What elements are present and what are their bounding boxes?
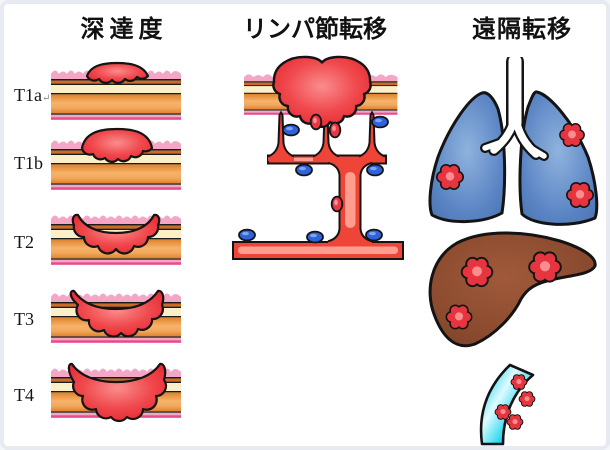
- lungs-figure: [428, 57, 599, 226]
- t2-depth-diagram: [51, 213, 181, 265]
- stage-label-t4: T4: [14, 385, 34, 405]
- lymph-node-normal: [365, 228, 383, 242]
- tumor: [69, 289, 165, 338]
- left-lung: [428, 91, 507, 224]
- tumor-cell: [518, 391, 536, 407]
- t3-depth-diagram: [51, 289, 181, 343]
- column-title-lymph-node-metastasis: リンパ節転移: [243, 16, 387, 43]
- lymph-node-normal: [366, 163, 384, 177]
- column-title-depth-of-invasion: 深達度: [80, 16, 168, 43]
- lymph-node-normal: [371, 115, 389, 129]
- lymph-node-normal: [238, 228, 256, 242]
- paragraph-return-mark: ↵: [41, 93, 51, 104]
- stage-label-t2: T2: [14, 232, 34, 252]
- t1a-depth-diagram: [51, 61, 181, 120]
- lymph-node-normal: [306, 230, 324, 244]
- t1b-depth-diagram: [51, 127, 181, 190]
- stage-label-t1a: T1a↵: [14, 85, 51, 105]
- tumor: [272, 55, 372, 129]
- lymph-node-normal: [282, 123, 300, 137]
- lymphatic-vessels: [232, 110, 404, 260]
- lymph-node-metastasis-diagram: [232, 55, 404, 260]
- stage-label-t3: T3: [14, 309, 34, 329]
- lymph-node-normal: [295, 163, 313, 177]
- lymph-node-metastatic: [330, 195, 344, 213]
- blood-vessel-figure: [479, 363, 536, 446]
- tumor: [67, 362, 168, 423]
- tumor-cell: [506, 414, 524, 430]
- liver-figure: [428, 231, 597, 348]
- trachea-bronchi: [480, 57, 549, 161]
- lymph-node-metastatic: [328, 121, 342, 139]
- lymph-node-metastatic: [309, 113, 323, 131]
- tumor: [80, 127, 154, 163]
- tumor: [71, 213, 161, 255]
- tumor: [85, 61, 150, 84]
- t4-depth-diagram: [51, 362, 181, 423]
- column-title-distant-metastasis: 遠隔転移: [472, 16, 572, 43]
- stage-label-t1b: T1b: [14, 153, 43, 173]
